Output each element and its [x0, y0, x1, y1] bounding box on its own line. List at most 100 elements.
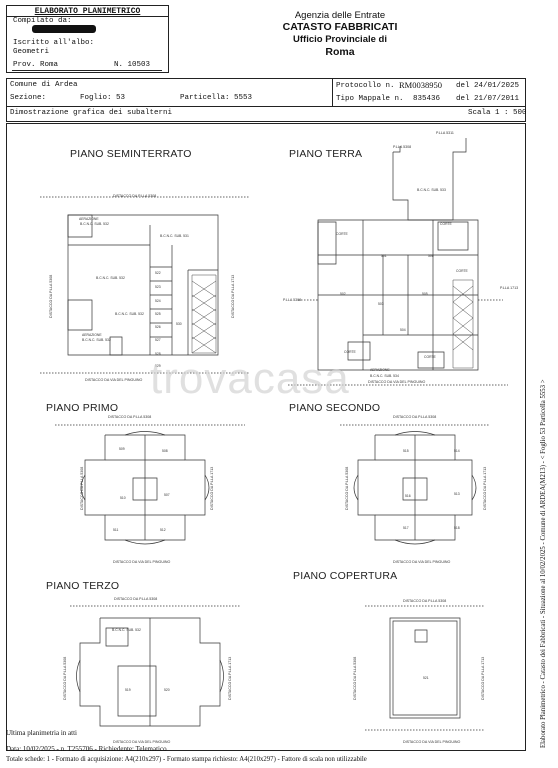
sec-distacco-top: DISTACCO DA P.LLA 5308 — [393, 415, 437, 419]
drawing-frame — [6, 123, 526, 751]
terzo-sub-519: 519 — [125, 688, 131, 692]
terra-distacco-bottom: DISTACCO DA VIA DEL PINGUINO — [368, 380, 426, 384]
sem-sub-523: 523 — [155, 285, 161, 289]
albo-value: Geometri — [13, 48, 50, 56]
terzo-distacco-bottom: DISTACCO DA VIA DEL PINGUINO — [113, 740, 171, 744]
terra-sub-506: 506 — [428, 254, 434, 258]
tipo-mappale-label: Tipo Mappale n. — [336, 95, 404, 103]
header-box — [6, 5, 169, 73]
redacted-name — [32, 25, 96, 33]
terra-corte-4: CORTE — [344, 350, 356, 354]
footer-ultima: Ultima planimetria in atti — [6, 729, 77, 737]
sem-bcnc-532b: B.C.N.C. SUB. 532 — [96, 276, 125, 280]
header-divider — [6, 16, 169, 17]
plan-copertura — [365, 600, 485, 735]
sem-bcnc-531: B.C.N.C. SUB. 531 — [160, 234, 189, 238]
primo-distacco-top: DISTACCO DA P.LLA 5308 — [108, 415, 152, 419]
sem-distacco-bottom: DISTACCO DA VIA DEL PINGUINO — [85, 378, 143, 382]
title-primo: PIANO PRIMO — [46, 402, 119, 414]
terra-corte-1: CORTE — [440, 222, 452, 226]
terra-sub-505: 505 — [422, 292, 428, 296]
sec-sub-513: 513 — [454, 492, 460, 496]
protocollo-date: del 24/01/2025 — [456, 82, 520, 90]
agency-line3: Ufficio Provinciale di — [293, 34, 387, 45]
cop-sub-521: 521 — [423, 676, 429, 680]
terra-bcnc-534: B.C.N.C. SUB. 534 — [370, 374, 399, 378]
foglio: Foglio: 53 — [80, 94, 126, 102]
primo-distacco-bottom: DISTACCO DA VIA DEL PINGUINO — [113, 560, 171, 564]
plan-terzo — [70, 598, 240, 738]
sec-sub-514: 514 — [454, 449, 460, 453]
sem-sub-529: 529 — [155, 364, 161, 368]
prov-number: N. 10503 — [114, 61, 151, 69]
sem-aerazione-1: AERAZIONE — [79, 217, 99, 221]
terra-corte-5: CORTE — [424, 355, 436, 359]
sem-sub-530: 530 — [176, 322, 182, 326]
info-divider-v — [332, 78, 333, 106]
terzo-distacco-right: DISTACCO DA P.LLA 1713 — [228, 656, 232, 700]
primo-sub-509: 509 — [119, 447, 125, 451]
terra-plla-5308: P.LLA 5308 — [393, 145, 412, 149]
plan-terra — [288, 130, 508, 392]
footer-data: Data: 10/02/2025 - n. T255706 - Richiede… — [6, 745, 167, 753]
terzo-sub-520: 520 — [164, 688, 170, 692]
plan-seminterrato — [40, 185, 250, 385]
sem-sub-526: 526 — [155, 325, 161, 329]
iscritto-label: Iscritto all'albo: — [13, 39, 95, 47]
agency-line2: CATASTO FABBRICATI — [282, 21, 398, 33]
terra-bcnc-533: B.C.N.C. SUB. 533 — [417, 188, 446, 192]
info-divider-h — [6, 106, 526, 107]
prov-underline — [12, 70, 162, 71]
primo-distacco-right: DISTACCO DA P.LLA 1713 — [210, 466, 214, 510]
sem-bcnc-532c: B.C.N.C. SUB. 532 — [115, 312, 144, 316]
tipo-mappale-value: 835436 — [413, 95, 441, 103]
footer-totale: Totale schede: 1 - Formato di acquisizio… — [6, 756, 367, 763]
title-terzo: PIANO TERZO — [46, 580, 120, 592]
sem-aerazione-2: AERAZIONE — [82, 333, 102, 337]
terra-aerazione: AERAZIONE — [370, 368, 390, 372]
tipo-mappale-date: del 21/07/2011 — [456, 95, 520, 103]
header-title: ELABORATO PLANIMETRICO — [34, 7, 141, 16]
comune: Comune di Ardea — [10, 81, 78, 89]
dimostrazione: Dimostrazione grafica dei subalterni — [10, 109, 173, 117]
sec-distacco-left: DISTACCO DA P.LLA 5308 — [345, 466, 349, 510]
plan-primo — [55, 420, 245, 555]
sem-sub-525: 525 — [155, 312, 161, 316]
title-terra: PIANO TERRA — [289, 148, 363, 160]
side-text: Elaborato Planimetrico - Catasto dei Fab… — [540, 379, 547, 748]
title-secondo: PIANO SECONDO — [289, 402, 381, 414]
protocollo-value: RM0038950 — [399, 80, 442, 90]
primo-sub-508: 508 — [162, 449, 168, 453]
sec-sub-515: 515 — [403, 449, 409, 453]
cop-distacco-right: DISTACCO DA P.LLA 1713 — [481, 656, 485, 700]
sem-distacco-left: DISTACCO DA P.LLA 5308 — [49, 274, 53, 318]
terra-sub-501: 501 — [381, 254, 387, 258]
terzo-bcnc-532: B.C.N.C. SUB. 532 — [112, 628, 141, 632]
cop-distacco-bottom: DISTACCO DA VIA DEL PINGUINO — [403, 740, 461, 744]
title-seminterrato: PIANO SEMINTERRATO — [70, 148, 192, 160]
compilato-label: Compilato da: — [13, 17, 72, 25]
sec-sub-517: 517 — [403, 526, 409, 530]
primo-sub-511: 511 — [113, 528, 119, 532]
cop-distacco-top: DISTACCO DA P.LLA 5308 — [403, 599, 447, 603]
primo-distacco-left: DISTACCO DA P.LLA 5308 — [80, 466, 84, 510]
primo-sub-510: 510 — [120, 496, 126, 500]
sezione: Sezione: — [10, 94, 47, 102]
plan-secondo — [340, 420, 490, 555]
primo-sub-512: 512 — [160, 528, 166, 532]
particella: Particella: 5553 — [180, 94, 253, 102]
terra-sub-503: 503 — [378, 302, 384, 306]
sem-sub-527: 527 — [155, 338, 161, 342]
agency-line1: Agenzia delle Entrate — [294, 10, 386, 21]
sem-sub-528: 528 — [155, 352, 161, 356]
info-box — [6, 78, 526, 122]
prov-label: Prov. Roma — [13, 61, 59, 69]
terra-corte-3: CORTE — [456, 269, 468, 273]
scala: Scala 1 : 500 — [468, 109, 527, 117]
sec-distacco-bottom: DISTACCO DA VIA DEL PINGUINO — [393, 560, 451, 564]
primo-sub-507: 507 — [164, 493, 170, 497]
watermark: trovacasa — [150, 354, 350, 403]
sec-sub-516: 516 — [405, 494, 411, 498]
sem-bcnc-532: B.C.N.C. SUB. 532 — [80, 222, 109, 226]
terra-sub-502: 502 — [340, 292, 346, 296]
